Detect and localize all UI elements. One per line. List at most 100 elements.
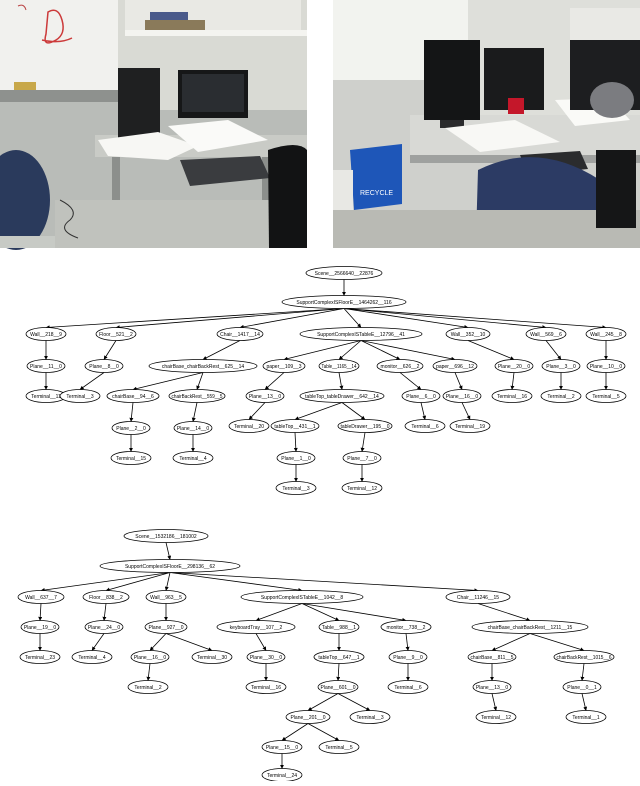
tree2-node-ellipse <box>553 650 615 664</box>
tree1-node-p6: Plane__1__0 <box>276 451 316 465</box>
tree1-node-t3: Terminal__15 <box>110 451 152 465</box>
tree1-node-label: Wall__569__6 <box>530 332 562 338</box>
tree1-node-sc: SupportComplexISFloorE__1464262__116 <box>281 295 407 309</box>
tree1-edge-p10-t10 <box>510 372 515 390</box>
tree1-node-ellipse <box>228 419 270 433</box>
tree2-node-label: Scene__1532186__181002 <box>135 534 197 540</box>
tree2-node-s: Scene__1532186__181002 <box>123 529 209 543</box>
tree2-edge-st-mn <box>301 603 407 622</box>
tree1-node-ellipse <box>404 419 446 433</box>
tree2-edge-tt-p6 <box>336 663 341 681</box>
tree1-node-label: tableTop_tableDrawer__642__14 <box>305 394 379 400</box>
tree2-node-cba: chairBase__811__5 <box>467 650 517 664</box>
tree1-node-ellipse <box>173 421 213 435</box>
tree1-node-ellipse <box>491 389 533 403</box>
tree2-node-tt: tableTop__647__1 <box>313 650 365 664</box>
tree2-node-label: Plane__16__0 <box>134 655 166 661</box>
tree2-node-label: Table__988__1 <box>322 625 356 631</box>
tree2-node-ellipse <box>246 650 286 664</box>
tree1-node-p3: Plane__2__0 <box>111 421 151 435</box>
tree2-node-ellipse <box>17 590 65 604</box>
tree2-node-ellipse <box>313 650 365 664</box>
tree2-edge-p10-t10 <box>491 693 498 711</box>
tree2-edge-cb-cba <box>491 633 531 651</box>
tree2-node-p9: Plane__9__0 <box>388 650 428 664</box>
tree1-node-ellipse <box>432 359 478 373</box>
tree1-node-ellipse <box>449 419 491 433</box>
tree1-node-label: Terminal__15 <box>116 456 146 462</box>
tree2-edge-p7-p8 <box>281 723 309 741</box>
tree1-node-p7: Plane__7__0 <box>342 451 382 465</box>
tree1-node-td: tableDrawer__195__0 <box>337 419 393 433</box>
tree1-node-label: Terminal__4 <box>179 456 206 462</box>
tree2-node-t7: Terminal__5 <box>318 740 360 754</box>
tree2-node-ellipse <box>144 620 188 634</box>
tree1-edge-pa1-p5 <box>264 372 285 390</box>
tree1-node-p4: Plane__14__0 <box>173 421 213 435</box>
tree1-edge-f1-p2 <box>103 340 117 360</box>
tree1-node-cbr: chairBackRest__559__5 <box>168 389 226 403</box>
tree2-node-t1: Terminal__23 <box>19 650 61 664</box>
tree1-node-t4: Terminal__4 <box>172 451 214 465</box>
tree2-edge-p6-t6 <box>337 693 371 711</box>
tree1-node-s: Scene__2566640__22876 <box>305 266 383 280</box>
tree2-node-label: Wall__963__5 <box>150 595 182 601</box>
tree1-node-label: Wall__218__9 <box>30 332 62 338</box>
tree2-node-label: Plane__9__0 <box>393 655 423 661</box>
tree1-node-ellipse <box>95 327 137 341</box>
tree1-node-label: tableDrawer__195__0 <box>341 424 390 430</box>
tree2-node-label: Terminal__4 <box>78 655 105 661</box>
tree1-node-ellipse <box>25 327 67 341</box>
tree2-node-ellipse <box>145 590 187 604</box>
tree1-node-ellipse <box>111 421 151 435</box>
tree1-edge-st-pa2 <box>360 340 456 361</box>
tree1-node-p9: Plane__16__0 <box>442 389 482 403</box>
tree1-node-w1: Wall__218__9 <box>25 327 67 341</box>
tree1-node-ellipse <box>299 327 423 341</box>
tree2-node-w2: Wall__963__5 <box>145 590 187 604</box>
tree2-node-t5: Terminal__16 <box>245 680 287 694</box>
tree1-node-p8: Plane__6__0 <box>401 389 441 403</box>
tree2-node-label: Plane__601__0 <box>321 685 356 691</box>
tree2-node-label: Terminal__30 <box>197 655 227 661</box>
tree1-node-ellipse <box>525 327 567 341</box>
tree2-edge-sc-w2 <box>164 572 171 591</box>
tree2-node-label: Wall__637__7 <box>25 595 57 601</box>
tree1-node-ellipse <box>318 359 360 373</box>
tree1-edge-sc-c1 <box>239 308 345 329</box>
tree1-node-label: Wall__352__10 <box>451 332 486 338</box>
tree2-edge-sc-f1 <box>105 572 171 592</box>
tree1-edge-sc-st <box>343 308 362 328</box>
recycle-label: RECYCLE <box>360 190 393 197</box>
tree2-edge-s-sc <box>165 542 172 560</box>
tree1-node-mn: monitor__626__2 <box>376 359 424 373</box>
tree2-edge-p11-t11 <box>581 693 588 711</box>
tree1-edge-p8-t8 <box>420 402 427 420</box>
tree2-edge-p6-p7 <box>307 693 339 711</box>
tree1-node-p10: Plane__20__0 <box>494 359 534 373</box>
tree1-edge-mn-p8 <box>399 372 422 390</box>
tree2-node-t11: Terminal__1 <box>565 710 607 724</box>
tree1-edge-pa2-p9 <box>454 372 463 390</box>
tree1-edge-td-p7 <box>360 432 366 452</box>
tree1-edge-sc-w1 <box>45 308 345 330</box>
tree1-node-label: Plane__11__0 <box>30 364 62 370</box>
tree1-node-label: Plane__20__0 <box>498 364 530 370</box>
tree2-node-label: chairBase__811__5 <box>471 655 514 661</box>
tree1-node-ellipse <box>276 451 316 465</box>
tree1-edge-p2-t2 <box>79 372 105 390</box>
tree2-node-p8: Plane__15__0 <box>261 740 303 754</box>
tree1-node-p2: Plane__8__0 <box>84 359 124 373</box>
tree1-edge-cb-cbr <box>196 372 204 390</box>
tree1-node-label: paper__696__12 <box>436 364 474 370</box>
tree2-node-label: tableTop__647__1 <box>318 655 359 661</box>
tree2-node-ellipse <box>388 650 428 664</box>
tree2-node-ellipse <box>475 710 517 724</box>
tree2-node-ellipse <box>562 680 602 694</box>
tree2-edge-mn-p9 <box>405 633 410 651</box>
tree1-node-t5: Terminal__20 <box>228 419 270 433</box>
tree2-edge-f1-p2 <box>102 603 107 621</box>
tree2-node-ellipse <box>123 529 209 543</box>
tree2-node-label: Plane__927__0 <box>148 625 183 631</box>
